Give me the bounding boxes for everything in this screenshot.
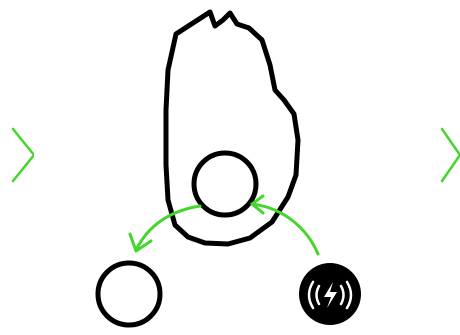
wireless-charging-icon — [299, 263, 361, 325]
remove-puck-arrowhead — [128, 232, 153, 253]
chevron-left-icon — [11, 127, 34, 183]
previous-step-button[interactable] — [4, 125, 34, 185]
remove-puck-arrow — [134, 204, 202, 252]
insert-puck-arrow — [250, 202, 320, 256]
insert-puck-arrowhead — [250, 194, 265, 215]
mouse-outline — [163, 9, 301, 247]
next-step-button[interactable] — [436, 125, 460, 185]
chevron-right-icon — [440, 127, 460, 183]
mouse-charging-slot — [191, 150, 259, 218]
empty-circle-icon — [95, 260, 163, 328]
